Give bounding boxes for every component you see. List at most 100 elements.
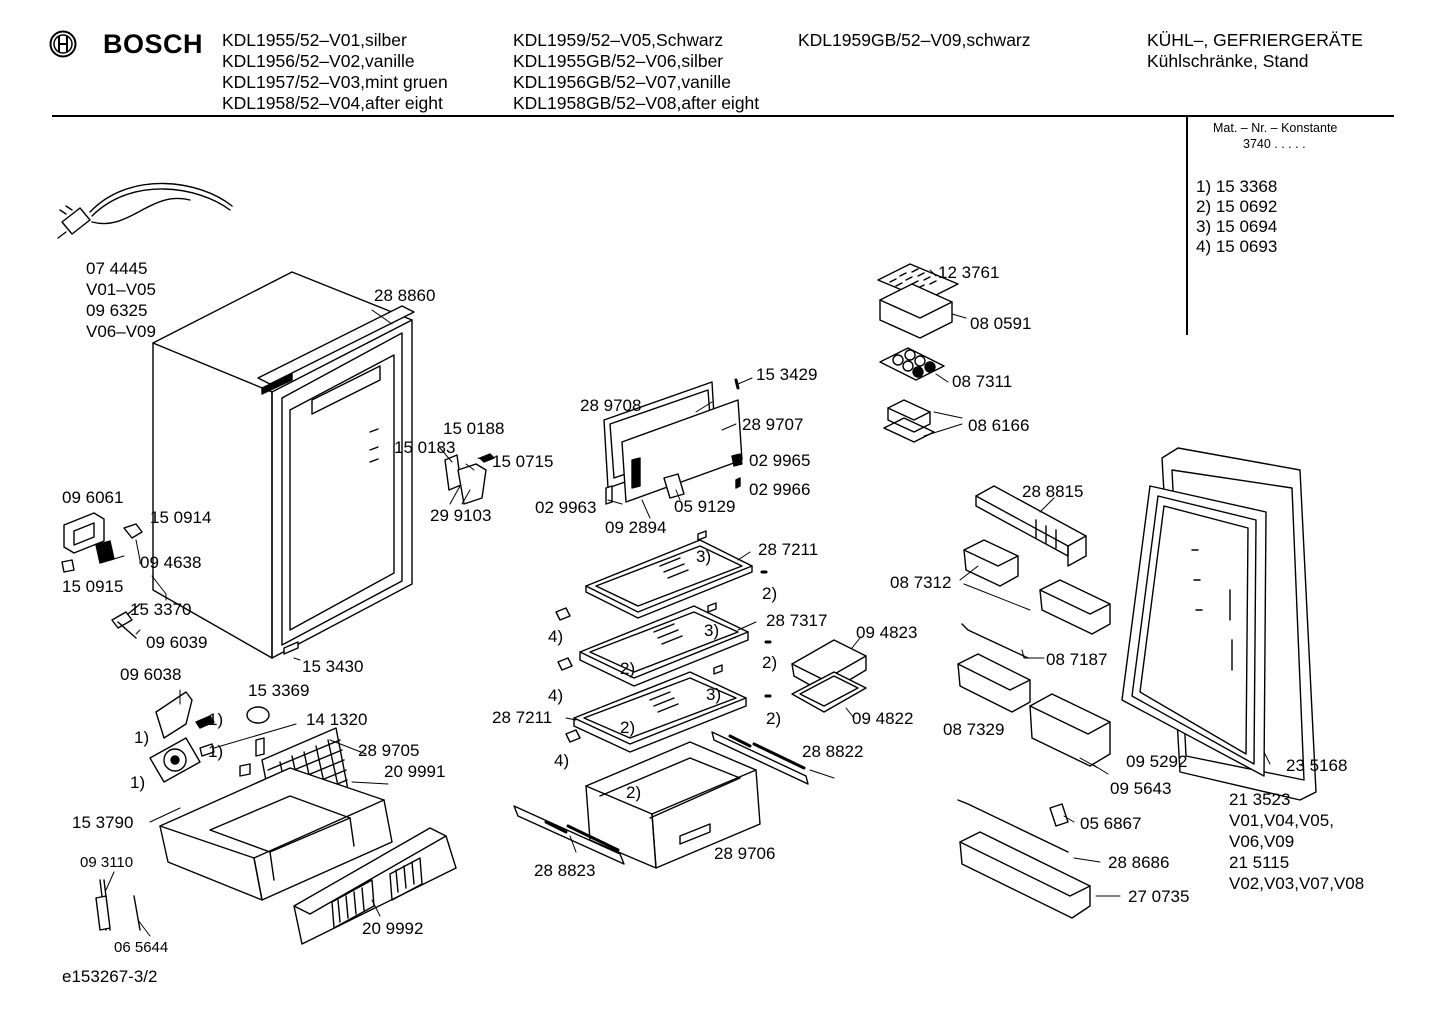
egg-tray-icon [879, 347, 945, 381]
part-label: 15 3370 [130, 600, 192, 619]
part-label: 08 7312 [890, 573, 952, 592]
glass-shelf-icon [573, 671, 747, 753]
part-label: 09 6039 [146, 633, 208, 652]
footnote: 1) 15 3368 [1196, 177, 1278, 196]
part-label: 06 5644 [114, 939, 169, 956]
door-gasket-icon [1121, 447, 1317, 801]
part-label: 15 3430 [302, 657, 364, 676]
part-label: 15 3369 [248, 681, 310, 700]
bottle-shelf-icon [957, 623, 1091, 919]
door-bin-icon [957, 653, 1111, 767]
part-label: 09 5643 [1110, 779, 1172, 798]
mat-label: Mat. – Nr. – Konstante [1213, 121, 1338, 135]
part-label: 29 9103 [430, 506, 492, 525]
ref-marker: 2) [762, 653, 778, 672]
part-label: 07 4445 [86, 259, 148, 278]
variant-label: V01–V05 [86, 280, 156, 299]
model-line: KDL1955/52–V01,silber [222, 30, 407, 50]
part-label: 09 6061 [62, 488, 124, 507]
base-tray-icon [159, 767, 393, 901]
leader-lines [105, 269, 1271, 937]
part-label: 28 9707 [742, 415, 804, 434]
part-label: 08 7187 [1046, 650, 1108, 669]
ref-marker: 2) [626, 783, 642, 802]
part-label: 28 7317 [766, 611, 828, 630]
part-label: 15 0915 [62, 577, 124, 596]
ref-marker: 1) [208, 742, 224, 761]
ref-marker: 4) [548, 627, 564, 646]
part-label: 09 4822 [852, 709, 914, 728]
part-label: 15 0715 [492, 452, 554, 471]
ref-marker: 2) [620, 718, 636, 737]
part-label: 27 0735 [1128, 887, 1190, 906]
model-line: KDL1958/52–V04,after eight [222, 93, 443, 113]
header-divider [52, 115, 1394, 117]
power-cord-icon [57, 182, 233, 239]
glass-shelf-icon [579, 605, 749, 687]
part-label: 08 6166 [968, 416, 1030, 435]
shelf-clip-icon [555, 530, 772, 743]
ref-marker: 1) [134, 728, 150, 747]
part-label: 09 3110 [80, 854, 134, 871]
part-label: 08 0591 [970, 314, 1032, 333]
mat-value: 3740 . . . . . [1243, 137, 1306, 151]
part-label: 08 7311 [952, 372, 1013, 391]
part-label: 09 4823 [856, 623, 918, 642]
part-label: 28 7211 [492, 708, 553, 727]
part-label: 09 2894 [605, 518, 667, 537]
part-label: 15 0183 [394, 438, 456, 457]
model-line: KDL1956/52–V02,vanille [222, 51, 415, 71]
part-label: 28 8686 [1108, 853, 1170, 872]
part-label: 09 5292 [1126, 752, 1188, 771]
ref-marker: 4) [548, 686, 564, 705]
part-label: 09 6325 [86, 301, 148, 320]
part-label: 08 7329 [943, 720, 1005, 739]
category-subtitle: Kühlschränke, Stand [1147, 51, 1309, 71]
part-label: 20 9992 [362, 919, 424, 938]
ref-marker: 3) [696, 547, 712, 566]
model-line: KDL1959/52–V05,Schwarz [513, 30, 724, 50]
part-label: 05 9129 [674, 497, 736, 516]
model-line: KDL1958GB/52–V08,after eight [513, 93, 760, 113]
lamp-holder-icon [444, 453, 495, 505]
thermostat-parts-icon [61, 512, 143, 639]
ref-marker: 2) [766, 709, 782, 728]
ref-marker: 1) [130, 773, 146, 792]
vent-grille-icon [293, 827, 457, 945]
part-label: 05 6867 [1080, 814, 1142, 833]
ref-marker: 2) [620, 659, 636, 678]
part-label: 23 5168 [1286, 756, 1348, 775]
part-label: 02 9965 [749, 451, 811, 470]
fan-motor-icon [149, 691, 270, 783]
variant-label: V02,V03,V07,V08 [1229, 874, 1365, 893]
part-label: 14 1320 [306, 710, 368, 729]
ref-marker: 3) [704, 621, 720, 640]
door-bin-icon [963, 539, 1111, 635]
variant-label: V06–V09 [86, 322, 156, 341]
part-label: 20 9991 [384, 762, 446, 781]
freezer-door-icon [603, 378, 743, 505]
variant-label: V01,V04,V05, [1229, 811, 1334, 830]
temperature-sensor-icon [95, 879, 141, 931]
part-label: 28 8815 [1022, 482, 1084, 501]
model-line: KDL1959GB/52–V09,schwarz [798, 30, 1031, 50]
part-label: 15 0914 [150, 508, 212, 527]
category-title: KÜHL–, GEFRIERGERÄTE [1147, 30, 1363, 50]
model-line: KDL1956GB/52–V07,vanille [513, 72, 731, 92]
part-label: 28 8822 [802, 742, 864, 761]
bosch-logo-icon [49, 30, 77, 58]
side-divider [1186, 117, 1188, 335]
footnote: 4) 15 0693 [1196, 237, 1278, 256]
part-label: 15 3790 [72, 813, 134, 832]
part-label: 28 9705 [358, 741, 420, 760]
door-rack-icon [975, 485, 1087, 567]
cabinet-body-icon [152, 271, 415, 659]
ref-marker: 2) [762, 584, 778, 603]
footnote: 2) 15 0692 [1196, 197, 1278, 216]
variant-label: V06,V09 [1229, 832, 1295, 851]
part-label: 21 5115 [1229, 853, 1290, 872]
part-label: 09 6038 [120, 665, 182, 684]
part-label: 02 9963 [535, 498, 597, 517]
ref-marker: 4) [554, 751, 570, 770]
part-label: 28 8860 [374, 286, 436, 305]
